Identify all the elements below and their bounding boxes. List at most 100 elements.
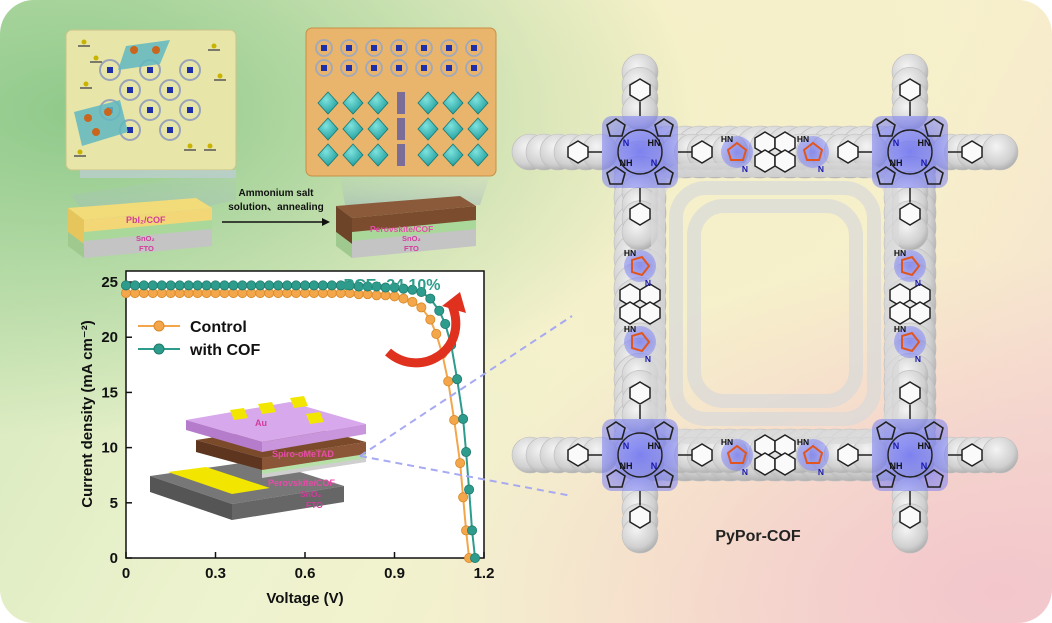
data-point-with-cof xyxy=(210,280,221,291)
framework-ring xyxy=(159,119,181,141)
data-point-control xyxy=(431,328,442,339)
data-point-with-cof xyxy=(183,280,194,291)
imidazole-highlight xyxy=(624,250,656,282)
data-point-control xyxy=(416,302,427,313)
framework-ring xyxy=(179,59,201,81)
phenyl-ring xyxy=(629,505,651,529)
atom-label: HN xyxy=(918,138,931,148)
process-line1: Ammonium salt xyxy=(238,188,314,199)
pbi6-octahedron xyxy=(317,143,339,167)
imidazole-ring xyxy=(901,331,921,353)
atom-label: N xyxy=(645,278,651,288)
data-point-with-cof xyxy=(273,280,284,291)
pbi6-octahedron xyxy=(467,91,489,115)
stacked-layer xyxy=(651,163,899,444)
porphyrin-core xyxy=(346,65,352,71)
cof-ring xyxy=(415,59,433,77)
atom-label: N xyxy=(915,278,921,288)
data-point-with-cof xyxy=(165,280,176,291)
porphyrin-core xyxy=(147,107,153,113)
porphyrin-core xyxy=(167,87,173,93)
porphyrin-core xyxy=(396,45,402,51)
atom-label: HN xyxy=(624,248,636,258)
pb-atom xyxy=(130,46,138,54)
atom-label: N xyxy=(651,158,658,168)
atom-label: HN xyxy=(797,134,809,144)
data-point-control xyxy=(398,293,409,304)
cof-column xyxy=(397,144,405,166)
atom-label: N xyxy=(651,461,658,471)
improvement-arrow xyxy=(385,292,466,368)
data-point-with-cof xyxy=(434,305,445,316)
solvent-atom xyxy=(77,149,83,155)
x-tick-label: 0.3 xyxy=(205,565,226,582)
porphyrin-core xyxy=(187,67,193,73)
pyrene-ring xyxy=(639,301,661,325)
porphyrin-highlight xyxy=(602,419,678,491)
pyrrole-ring xyxy=(876,469,896,488)
pyrrole-ring xyxy=(924,421,944,440)
pyrrole-ring xyxy=(606,469,626,488)
data-point-with-cof xyxy=(201,280,212,291)
pbi6-octahedron xyxy=(417,117,439,141)
atom-label: N xyxy=(623,138,630,148)
porphyrin-core xyxy=(321,65,327,71)
data-point-control xyxy=(425,314,436,325)
porphyrin-core xyxy=(167,127,173,133)
imidazole-highlight xyxy=(797,136,829,168)
porphyrin-core xyxy=(371,65,377,71)
y-tick-label: 10 xyxy=(101,440,118,457)
atom-label: HN xyxy=(797,437,809,447)
pbi6-octahedron xyxy=(342,91,364,115)
porphyrin-core xyxy=(321,45,327,51)
data-point-with-cof xyxy=(461,447,472,458)
pbi2-cof-structure-panel xyxy=(65,29,237,230)
device-layer-spiro: Spiro-oMeTAD xyxy=(272,449,334,459)
pyrrole-ring xyxy=(606,421,626,440)
atom-label: NH xyxy=(620,158,633,168)
atom-label: HN xyxy=(624,324,636,334)
phenyl-ring xyxy=(629,381,651,405)
porphyrin-core xyxy=(187,107,193,113)
phenyl-ring xyxy=(899,202,921,226)
imidazole-highlight xyxy=(894,250,926,282)
imidazole-ring xyxy=(802,444,824,464)
phenyl-ring xyxy=(899,78,921,102)
porphyrin-highlight xyxy=(602,116,678,188)
pbi6-octahedron xyxy=(367,143,389,167)
pbi6-octahedron xyxy=(442,91,464,115)
atom-label: NH xyxy=(890,461,903,471)
cof-ring xyxy=(340,59,358,77)
film1-fto-label: FTO xyxy=(139,244,154,253)
atom-label: N xyxy=(921,461,928,471)
porphyrin-core xyxy=(147,67,153,73)
pyrrole-ring xyxy=(606,118,626,137)
device-layer-perovskite: Perovskite/COF xyxy=(268,478,336,488)
cof-ring xyxy=(315,59,333,77)
data-point-with-cof xyxy=(464,484,475,495)
process-arrow: Ammonium salt solution、annealing xyxy=(222,188,330,226)
macrocycle xyxy=(617,129,663,175)
atom-label: HN xyxy=(894,248,906,258)
pyrrole-ring xyxy=(654,118,674,137)
porphyrin-core xyxy=(107,67,113,73)
data-point-with-cof xyxy=(452,374,463,385)
y-tick-label: 5 xyxy=(110,495,118,512)
pyrrole-ring xyxy=(876,166,896,185)
connector-line-top xyxy=(359,315,573,457)
pbi6-octahedron xyxy=(467,117,489,141)
pyrrole-ring xyxy=(924,118,944,137)
porphyrin-core xyxy=(127,127,133,133)
pyrrole-ring xyxy=(606,166,626,185)
y-tick-label: 25 xyxy=(101,274,118,291)
x-tick-label: 0.6 xyxy=(295,565,316,582)
cof-ring xyxy=(390,59,408,77)
cof-ring xyxy=(315,39,333,57)
macrocycle xyxy=(617,432,663,478)
cof-ring xyxy=(340,39,358,57)
x-tick-label: 0 xyxy=(122,565,130,582)
perovskite-cof-structure-panel xyxy=(305,27,497,205)
